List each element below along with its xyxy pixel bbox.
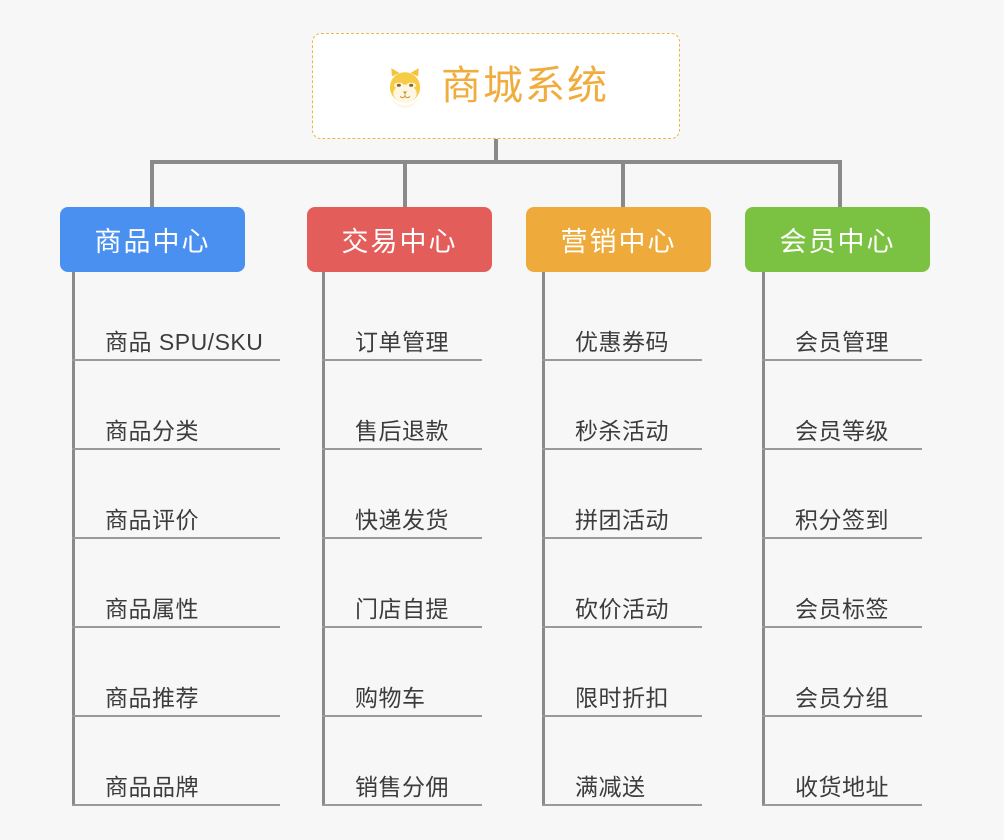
- column-trunk-member-center: [762, 272, 765, 806]
- leaf-item[interactable]: 商品品牌: [72, 717, 280, 806]
- leaf-item-label: 会员等级: [795, 417, 889, 444]
- column-trunk-product-center: [72, 272, 75, 806]
- leaf-item-label: 商品分类: [105, 417, 199, 444]
- leaf-item[interactable]: 销售分佣: [322, 717, 482, 806]
- leaf-item-label: 订单管理: [355, 328, 449, 355]
- leaf-item-label: 会员分组: [795, 684, 889, 711]
- leaf-item-label: 商品品牌: [105, 773, 199, 800]
- leaf-item-label: 拼团活动: [575, 506, 669, 533]
- leaf-item[interactable]: 商品分类: [72, 361, 280, 450]
- category-header-label: 交易中心: [341, 227, 458, 257]
- leaf-item[interactable]: 积分签到: [762, 450, 922, 539]
- leaf-item-label: 商品推荐: [105, 684, 199, 711]
- leaf-item[interactable]: 收货地址: [762, 717, 922, 806]
- drop-connector-member-center: [838, 160, 842, 207]
- shiba-dog-face-icon: [383, 64, 427, 108]
- leaf-item[interactable]: 会员标签: [762, 539, 922, 628]
- leaf-item-label: 收货地址: [795, 773, 889, 800]
- leaf-item[interactable]: 满减送: [542, 717, 702, 806]
- leaf-item-label: 购物车: [355, 684, 426, 711]
- drop-connector-trade-center: [403, 160, 407, 207]
- column-trunk-marketing-center: [542, 272, 545, 806]
- root-node-mall-system[interactable]: 商城系统: [312, 33, 680, 139]
- leaf-item[interactable]: 秒杀活动: [542, 361, 702, 450]
- leaf-item-label: 限时折扣: [575, 684, 669, 711]
- leaf-item[interactable]: 商品推荐: [72, 628, 280, 717]
- leaf-item[interactable]: 砍价活动: [542, 539, 702, 628]
- leaf-item[interactable]: 拼团活动: [542, 450, 702, 539]
- leaf-item-label: 商品评价: [105, 506, 199, 533]
- leaf-item[interactable]: 购物车: [322, 628, 482, 717]
- category-header-label: 会员中心: [779, 227, 896, 257]
- category-header-product-center[interactable]: 商品中心: [60, 207, 245, 272]
- leaf-item-label: 满减送: [575, 773, 646, 800]
- drop-connector-marketing-center: [621, 160, 625, 207]
- leaf-item-label: 售后退款: [355, 417, 449, 444]
- drop-connector-product-center: [150, 160, 154, 207]
- category-header-member-center[interactable]: 会员中心: [745, 207, 930, 272]
- leaf-item[interactable]: 门店自提: [322, 539, 482, 628]
- column-trade-center: 订单管理售后退款快递发货门店自提购物车销售分佣: [322, 272, 482, 806]
- leaf-item-label: 商品 SPU/SKU: [105, 328, 264, 355]
- leaf-item-label: 积分签到: [795, 506, 889, 533]
- leaf-item[interactable]: 会员等级: [762, 361, 922, 450]
- category-header-label: 营销中心: [560, 227, 677, 257]
- leaf-item[interactable]: 快递发货: [322, 450, 482, 539]
- leaf-item[interactable]: 商品属性: [72, 539, 280, 628]
- horizontal-bus-connector: [150, 160, 841, 164]
- column-product-center: 商品 SPU/SKU 商品分类商品评价商品属性商品推荐商品品牌: [72, 272, 280, 806]
- column-trunk-trade-center: [322, 272, 325, 806]
- leaf-item-label: 秒杀活动: [575, 417, 669, 444]
- leaf-item[interactable]: 订单管理: [322, 272, 482, 361]
- leaf-item[interactable]: 限时折扣: [542, 628, 702, 717]
- column-member-center: 会员管理会员等级积分签到会员标签会员分组收货地址: [762, 272, 922, 806]
- leaf-item-label: 销售分佣: [355, 773, 449, 800]
- leaf-item[interactable]: 商品 SPU/SKU: [72, 272, 280, 361]
- category-header-marketing-center[interactable]: 营销中心: [526, 207, 711, 272]
- leaf-item[interactable]: 会员管理: [762, 272, 922, 361]
- leaf-item-label: 优惠券码: [575, 328, 669, 355]
- leaf-item[interactable]: 优惠券码: [542, 272, 702, 361]
- leaf-item[interactable]: 售后退款: [322, 361, 482, 450]
- leaf-item[interactable]: 商品评价: [72, 450, 280, 539]
- leaf-item-label: 会员管理: [795, 328, 889, 355]
- root-title: 商城系统: [441, 64, 609, 108]
- category-header-label: 商品中心: [94, 227, 211, 257]
- leaf-item-label: 会员标签: [795, 595, 889, 622]
- root-stem-connector: [494, 139, 498, 163]
- leaf-item-label: 快递发货: [355, 506, 449, 533]
- category-header-trade-center[interactable]: 交易中心: [307, 207, 492, 272]
- leaf-item-label: 门店自提: [355, 595, 449, 622]
- leaf-item-label: 砍价活动: [575, 595, 669, 622]
- leaf-item[interactable]: 会员分组: [762, 628, 922, 717]
- column-marketing-center: 优惠券码秒杀活动拼团活动砍价活动限时折扣满减送: [542, 272, 702, 806]
- leaf-item-label: 商品属性: [105, 595, 199, 622]
